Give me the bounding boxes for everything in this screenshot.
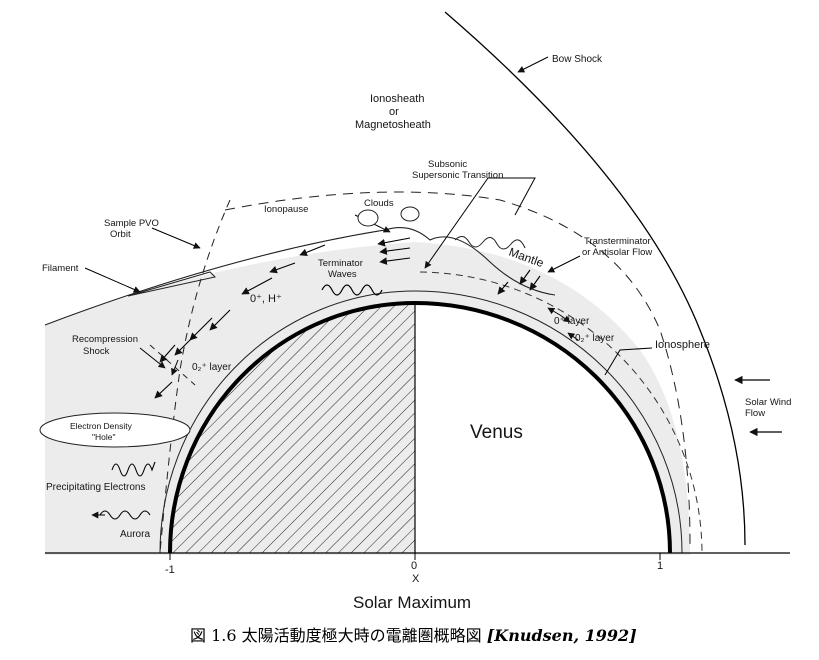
ionosphere-label: Ionosphere (655, 339, 710, 351)
tick-label-neg1: -1 (165, 564, 175, 576)
antisolar-flow-label: or Antisolar Flow (582, 247, 652, 258)
waves-label: Waves (328, 269, 357, 280)
terminator-label: Terminator (318, 258, 363, 269)
caption-text: 図 1.6 太陽活動度極大時の電離圏概略図 (190, 626, 487, 645)
ionosheath-label: Ionosheath (370, 93, 424, 105)
filament-label: Filament (42, 263, 79, 274)
recompression-label: Recompression (72, 334, 138, 345)
tick-label-0: 0 (411, 560, 417, 572)
electron-density-hole (39, 412, 191, 448)
o2-layer-arc (159, 290, 683, 554)
o2-layer-left-label: 0₂⁺ layer (192, 362, 232, 373)
pvo-orbit (159, 199, 231, 554)
magnetosheath-label: Magnetosheath (355, 119, 431, 131)
precipitating-electrons-spiral (111, 461, 156, 477)
shock-label: Shock (83, 346, 110, 357)
hole-label: "Hole" (92, 432, 116, 442)
venus-dayside (415, 303, 670, 553)
orbit-label: Orbit (110, 229, 131, 240)
transterminator-label: Transterminator (584, 236, 651, 247)
terminator-waves (321, 284, 383, 296)
tick-label-1: 1 (657, 560, 663, 572)
o-layer-arc (419, 271, 703, 554)
o-layer-label: 0⁺ layer (554, 316, 590, 327)
supersonic-transition-label: Supersonic Transition (412, 170, 503, 181)
filament (127, 271, 217, 297)
o-h-ions-label: 0⁺, H⁺ (250, 293, 282, 305)
axis-title: Solar Maximum (353, 593, 471, 612)
venus-label: Venus (470, 422, 523, 443)
bow-shock-label: Bow Shock (552, 54, 603, 65)
ionopause-label: Ionopause (264, 204, 308, 215)
electron-density-label: Electron Density (70, 421, 133, 431)
flow-label: Flow (745, 408, 765, 419)
aurora-wave (99, 510, 151, 520)
cloud-1 (357, 209, 379, 227)
subsonic-label: Subsonic (428, 159, 467, 170)
venus-nightside-hatch (170, 303, 415, 553)
clouds-label: Clouds (364, 198, 394, 209)
o2-layer-right-label: 0₂⁺ layer (575, 333, 615, 344)
cloud-2 (400, 206, 420, 222)
ionopause-curve (44, 227, 556, 326)
sample-pvo-label: Sample PVO (104, 218, 159, 229)
solar-wind-label: Solar Wind (745, 397, 791, 408)
aurora-label: Aurora (120, 529, 150, 540)
mantle-wave (454, 236, 526, 250)
sonic-transition-boundary (224, 191, 691, 546)
caption-citation: [Knudsen, 1992] (487, 626, 637, 645)
flow-arrows (154, 237, 541, 399)
bow-shock-curve (444, 11, 746, 546)
or-label: or (389, 106, 399, 118)
x-axis-label: X (412, 573, 420, 585)
figure-caption: 図 1.6 太陽活動度極大時の電離圏概略図 [Knudsen, 1992] (190, 626, 637, 645)
precipitating-electrons-label: Precipitating Electrons (46, 482, 146, 493)
